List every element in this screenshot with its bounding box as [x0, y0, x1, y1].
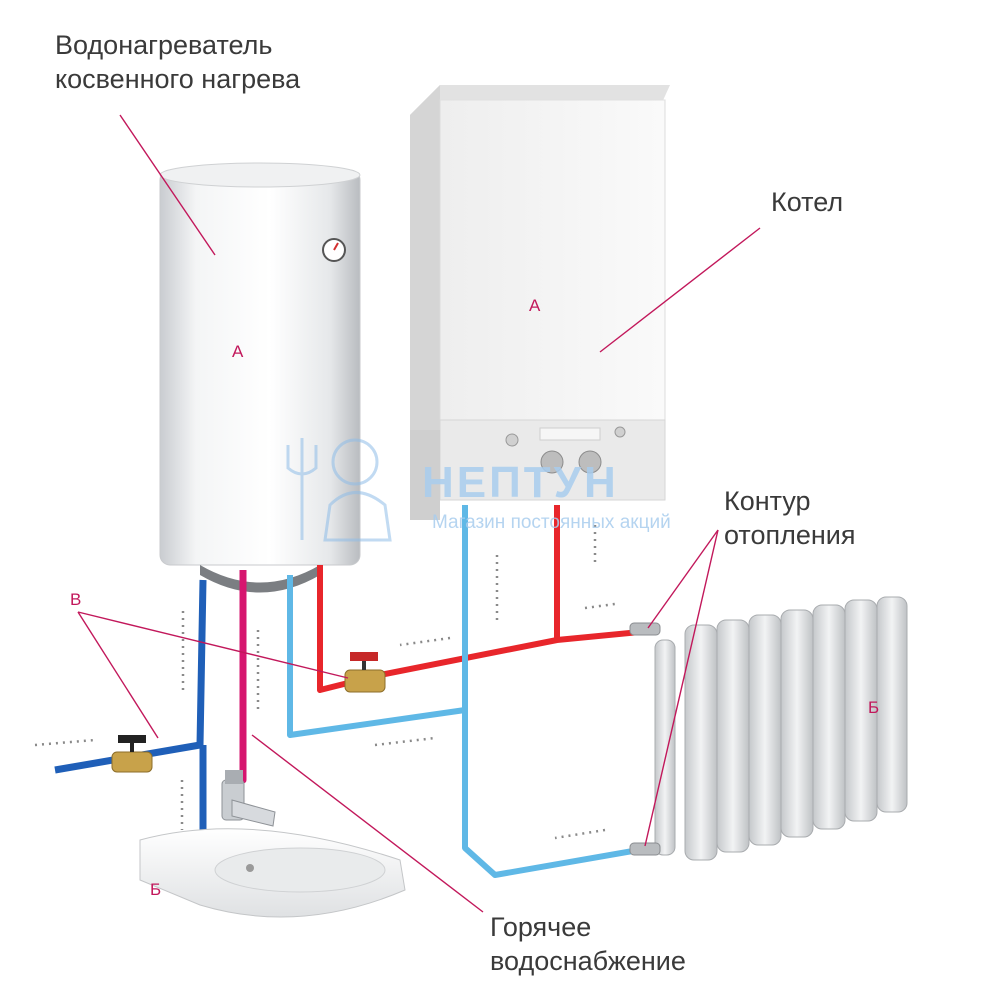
water-heater-label: Водонагреватель косвенного нагрева: [55, 28, 300, 96]
radiator: [629, 596, 908, 861]
trident-neptune-logo: [286, 438, 392, 542]
water-heater-label-line2: косвенного нагрева: [55, 64, 301, 94]
marker-radiator: Б: [868, 698, 880, 717]
boiler-label: Котел: [771, 187, 844, 217]
leader-lines: [77, 114, 761, 913]
hot-water-label-line1: Горячее: [490, 912, 592, 942]
flow-arrows: [34, 525, 616, 840]
hot-water-label-line2: водоснабжение: [490, 946, 686, 976]
ball-valve-cold: [111, 735, 153, 773]
boiler: [410, 85, 670, 520]
watermark-brand: НЕПТУН: [422, 458, 619, 507]
marker-boiler: А: [529, 296, 541, 315]
heating-circuit-label-line1: Контур: [724, 486, 811, 516]
marker-valves: В: [70, 590, 82, 609]
sink: [139, 770, 406, 918]
water-heater-tank: [159, 162, 361, 593]
marker-sink: Б: [150, 880, 162, 899]
watermark-tagline: Магазин постоянных акций: [432, 512, 671, 533]
marker-heater: А: [232, 342, 244, 361]
ball-valve-hot: [344, 652, 386, 693]
hot-water-label: Горячее водоснабжение: [490, 910, 686, 978]
heating-circuit-label-line2: отопления: [724, 520, 856, 550]
heating-circuit-label: Контур отопления: [724, 484, 856, 552]
pipes: [54, 505, 651, 878]
water-heater-label-line1: Водонагреватель: [55, 30, 273, 60]
